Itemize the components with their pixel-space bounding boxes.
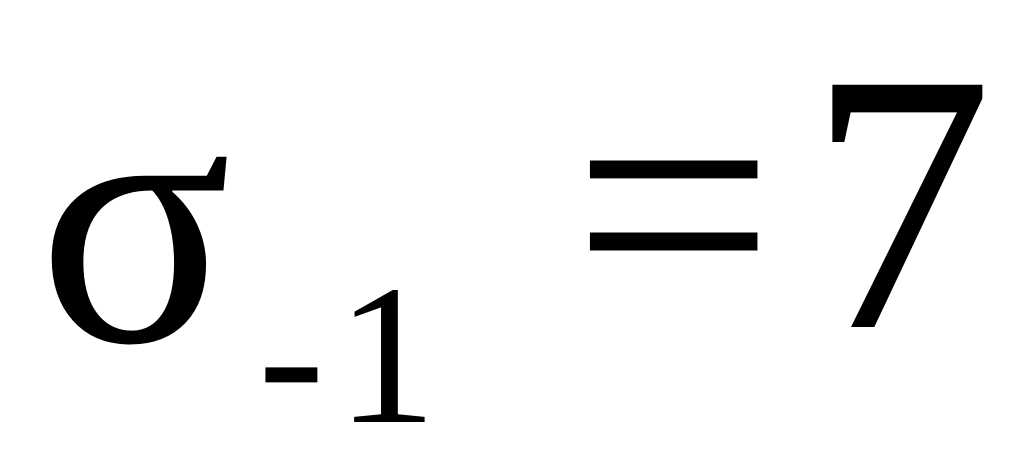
formula-value: 7	[808, 0, 993, 408]
equals-sign: =	[572, 4, 776, 403]
sigma-symbol: σ	[38, 20, 233, 419]
sigma-subscript: -1	[258, 245, 449, 463]
